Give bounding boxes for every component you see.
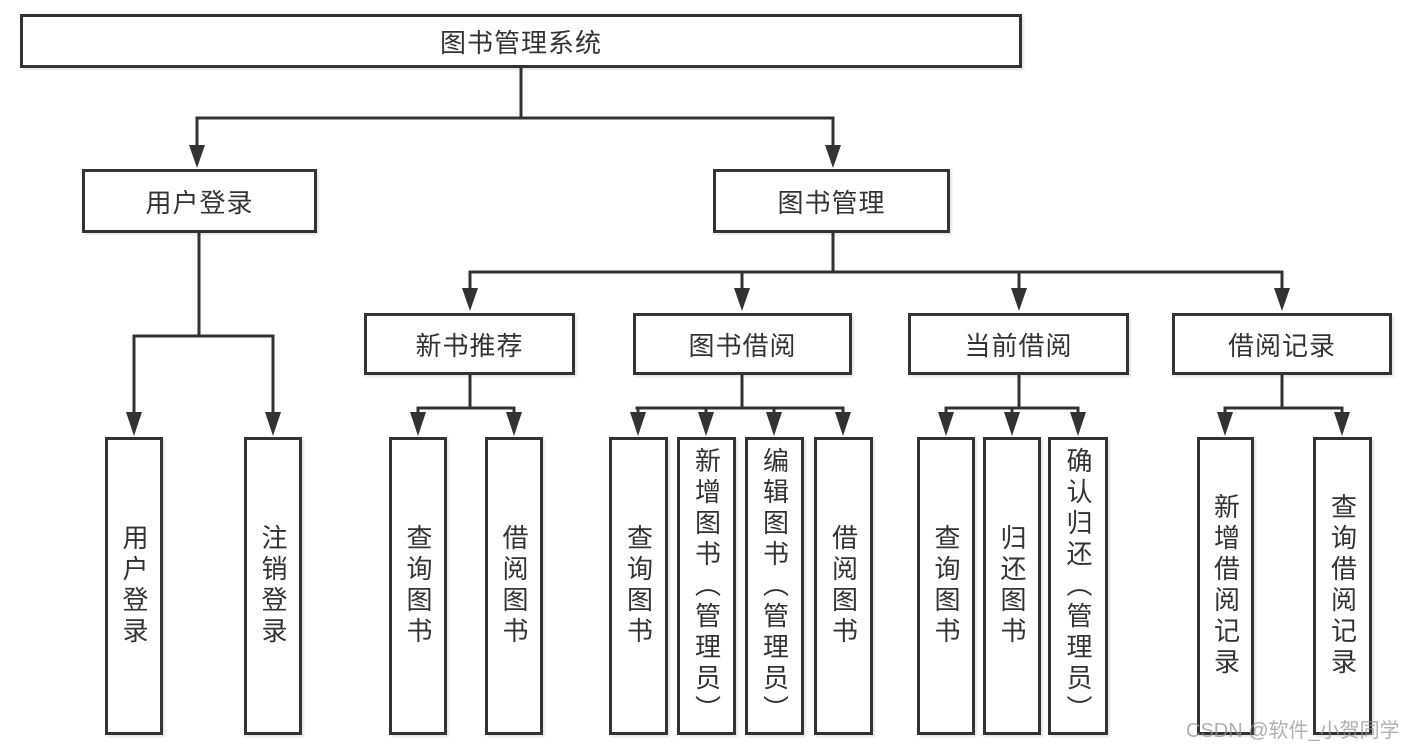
leaf-current-return-books: 归还图书 [983, 437, 1041, 735]
node-book-management: 图书管理 [713, 169, 950, 233]
leaf-current-confirm-return-admin: 确认归还（管理员） [1048, 437, 1108, 735]
leaf-borrow-query-books: 查询图书 [609, 437, 668, 735]
leaf-records-add-record: 新增借阅记录 [1197, 437, 1254, 735]
leaf-borrow-add-books-admin: 新增图书（管理员） [677, 437, 736, 735]
node-library-system: 图书管理系统 [20, 14, 1022, 68]
leaf-borrow-edit-books-admin: 编辑图书（管理员） [745, 437, 804, 735]
leaf-logout: 注销登录 [244, 437, 302, 735]
arrowheads [126, 145, 1350, 436]
node-book-borrow: 图书借阅 [633, 313, 852, 375]
leaf-borrow-borrow-books: 借阅图书 [814, 437, 873, 735]
node-current-borrow: 当前借阅 [908, 313, 1129, 375]
leaf-current-query-books: 查询图书 [917, 437, 975, 735]
csdn-watermark: CSDN @软件_小贺同学 [1186, 720, 1400, 742]
node-new-book-recommend: 新书推荐 [364, 313, 575, 375]
leaf-newbook-query-books: 查询图书 [389, 437, 447, 735]
node-borrow-records: 借阅记录 [1172, 313, 1392, 375]
node-user-login: 用户登录 [82, 169, 317, 233]
leaf-user-login: 用户登录 [105, 437, 163, 735]
leaf-records-query-record: 查询借阅记录 [1313, 437, 1372, 735]
leaf-newbook-borrow-books: 借阅图书 [485, 437, 543, 735]
